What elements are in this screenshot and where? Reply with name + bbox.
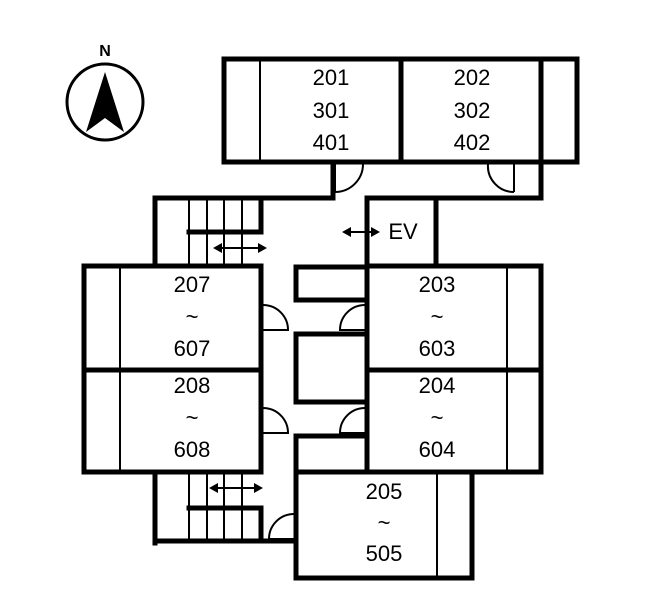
door-204-icon <box>338 407 366 434</box>
room-number: 201 <box>313 65 350 90</box>
room-label-208: 208 ~ 608 <box>174 373 211 462</box>
room-number: 301 <box>313 98 350 123</box>
staircase-bottom-icon <box>152 469 299 546</box>
room-label-207: 207 ~ 607 <box>174 272 211 361</box>
room-block-205 <box>293 469 475 581</box>
room-block-207-208 <box>81 263 264 475</box>
room-number: 402 <box>454 130 491 155</box>
room-label-205: 205 ~ 505 <box>366 479 403 566</box>
door-208-icon <box>262 407 290 434</box>
elevator-label: EV <box>388 219 418 244</box>
door-202-icon <box>486 163 515 194</box>
room-number: 302 <box>454 98 491 123</box>
room-number: 401 <box>313 130 350 155</box>
room-number: 505 <box>366 541 403 566</box>
room-number: 203 <box>419 272 456 297</box>
room-label-201: 201 301 401 <box>313 65 350 155</box>
room-number: 607 <box>174 336 211 361</box>
room-number: 204 <box>419 373 456 398</box>
range-mark: ~ <box>431 405 444 430</box>
room-number: 205 <box>366 479 403 504</box>
door-201-icon <box>334 163 364 193</box>
elevator-icon <box>342 227 380 237</box>
range-mark: ~ <box>186 405 199 430</box>
compass-north-label: N <box>99 43 111 60</box>
room-label-204: 204 ~ 604 <box>419 373 456 462</box>
room-label-203: 203 ~ 603 <box>419 272 456 361</box>
door-207-icon <box>262 304 290 331</box>
range-mark: ~ <box>186 304 199 329</box>
range-mark: ~ <box>431 304 444 329</box>
room-number: 608 <box>174 437 211 462</box>
room-number: 603 <box>419 336 456 361</box>
room-number: 208 <box>174 373 211 398</box>
staircase-top-icon <box>186 195 267 265</box>
door-205-icon <box>267 513 295 540</box>
north-compass-icon: N <box>65 43 145 142</box>
room-label-202: 202 302 402 <box>454 65 491 155</box>
room-number: 604 <box>419 437 456 462</box>
range-mark: ~ <box>378 510 391 535</box>
door-203-icon <box>338 304 366 331</box>
room-block-201-202 <box>221 56 580 165</box>
room-number: 202 <box>454 65 491 90</box>
room-number: 207 <box>174 272 211 297</box>
